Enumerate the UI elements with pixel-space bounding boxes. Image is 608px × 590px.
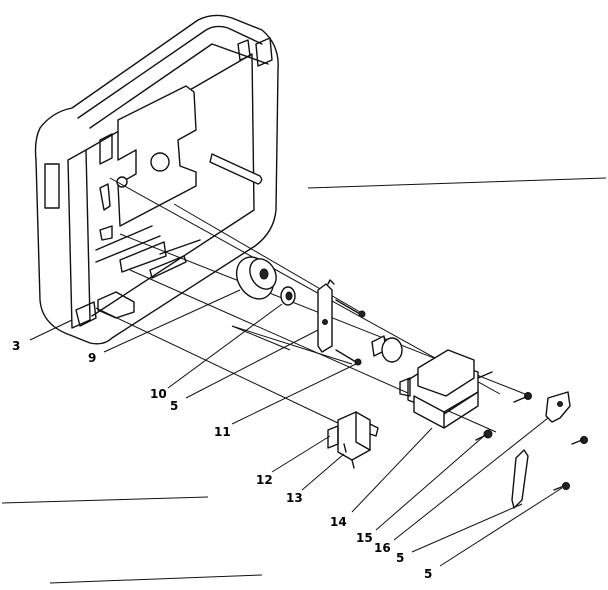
callout-5-lower: 5 (424, 567, 432, 581)
callout-11: 11 (214, 425, 231, 439)
part-11-bracket (317, 279, 335, 353)
part-13-switch (327, 411, 379, 469)
callout-3: 3 (12, 339, 20, 353)
housing-window (44, 163, 60, 209)
callout-15: 15 (356, 531, 373, 545)
callout-12: 12 (256, 473, 273, 487)
housing-cabinet (34, 14, 279, 345)
callout-16: 16 (374, 541, 391, 555)
callout-9: 9 (88, 351, 96, 365)
part-16-mount-tab (545, 391, 571, 423)
part-5-clip-strap (511, 449, 529, 509)
screws-upper (335, 299, 366, 366)
scan-rules (1, 177, 607, 584)
leader-lines (29, 289, 563, 567)
part-14-transformer (399, 349, 493, 429)
callout-5-upper: 5 (170, 399, 178, 413)
callout-10: 10 (150, 387, 167, 401)
callout-14: 14 (330, 515, 347, 529)
part-9-roller (235, 256, 277, 300)
callout-13: 13 (286, 491, 303, 505)
part-12-knob (371, 335, 403, 363)
part-10-bushing (280, 286, 296, 306)
callout-5-middle: 5 (396, 551, 404, 565)
callout-labels: 3 9 10 5 11 12 13 14 15 16 5 5 (12, 339, 432, 581)
screws-right (475, 392, 588, 491)
